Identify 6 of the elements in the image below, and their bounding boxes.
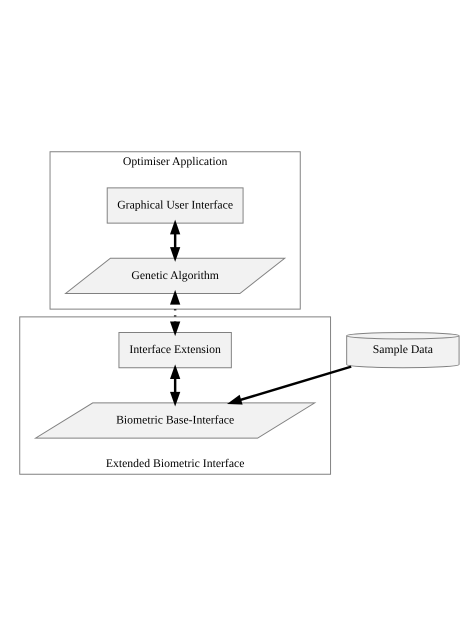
- node-box: Graphical User Interface: [106, 186, 244, 224]
- arrow: [170, 219, 180, 262]
- arrow: [227, 364, 352, 404]
- arrow: [170, 364, 180, 406]
- arrow: [170, 289, 180, 336]
- node-box: Interface Extension: [118, 332, 232, 368]
